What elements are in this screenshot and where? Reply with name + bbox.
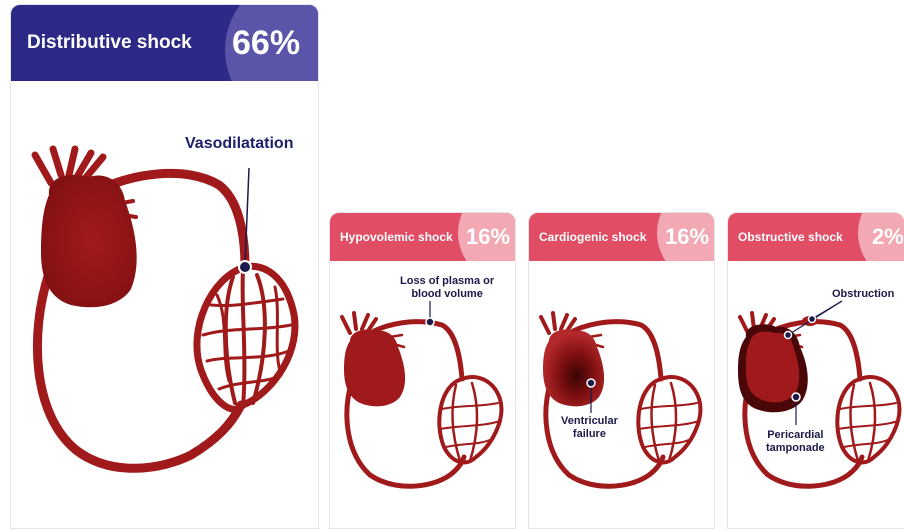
ventricular-failure-label: Ventricular failure: [561, 415, 618, 441]
pericardial-tamponade-label: Pericardial tamponade: [766, 429, 825, 455]
heart-icon: [41, 175, 137, 308]
heart-icon: [543, 329, 604, 406]
obstructive-shock-card: Obstructive shock 2% Obstruction Pericar…: [727, 212, 904, 529]
distributive-circulation-diagram: [11, 5, 319, 529]
label-line: Pericardial: [766, 429, 825, 442]
label-line: Loss of plasma or: [400, 275, 494, 288]
label-line: failure: [561, 428, 618, 441]
callout-marker: [792, 393, 800, 401]
label-line: tamponade: [766, 442, 825, 455]
callout-marker: [809, 316, 816, 323]
cardiogenic-shock-card: Cardiogenic shock 16% Ventr: [528, 212, 715, 529]
heart-icon: [746, 331, 799, 402]
obstructive-circulation-diagram: [728, 213, 904, 529]
callout-marker: [239, 261, 251, 273]
label-line: Ventricular: [561, 415, 618, 428]
hypovolemic-circulation-diagram: [330, 213, 516, 529]
obstruction-label: Obstruction: [832, 288, 894, 301]
distributive-shock-card: Distributive shock 66%: [10, 4, 319, 529]
callout-marker: [587, 379, 595, 387]
callout-marker: [426, 318, 434, 326]
vasodilatation-label: Vasodilatation: [185, 135, 293, 153]
hypovolemic-shock-card: Hypovolemic shock 16% Loss of plasma or …: [329, 212, 516, 529]
label-line: blood volume: [400, 288, 494, 301]
capillary-bed: [197, 266, 295, 409]
callout-marker: [785, 332, 792, 339]
loss-of-plasma-label: Loss of plasma or blood volume: [400, 275, 494, 301]
cardiogenic-circulation-diagram: [529, 213, 715, 529]
heart-icon: [344, 329, 405, 406]
